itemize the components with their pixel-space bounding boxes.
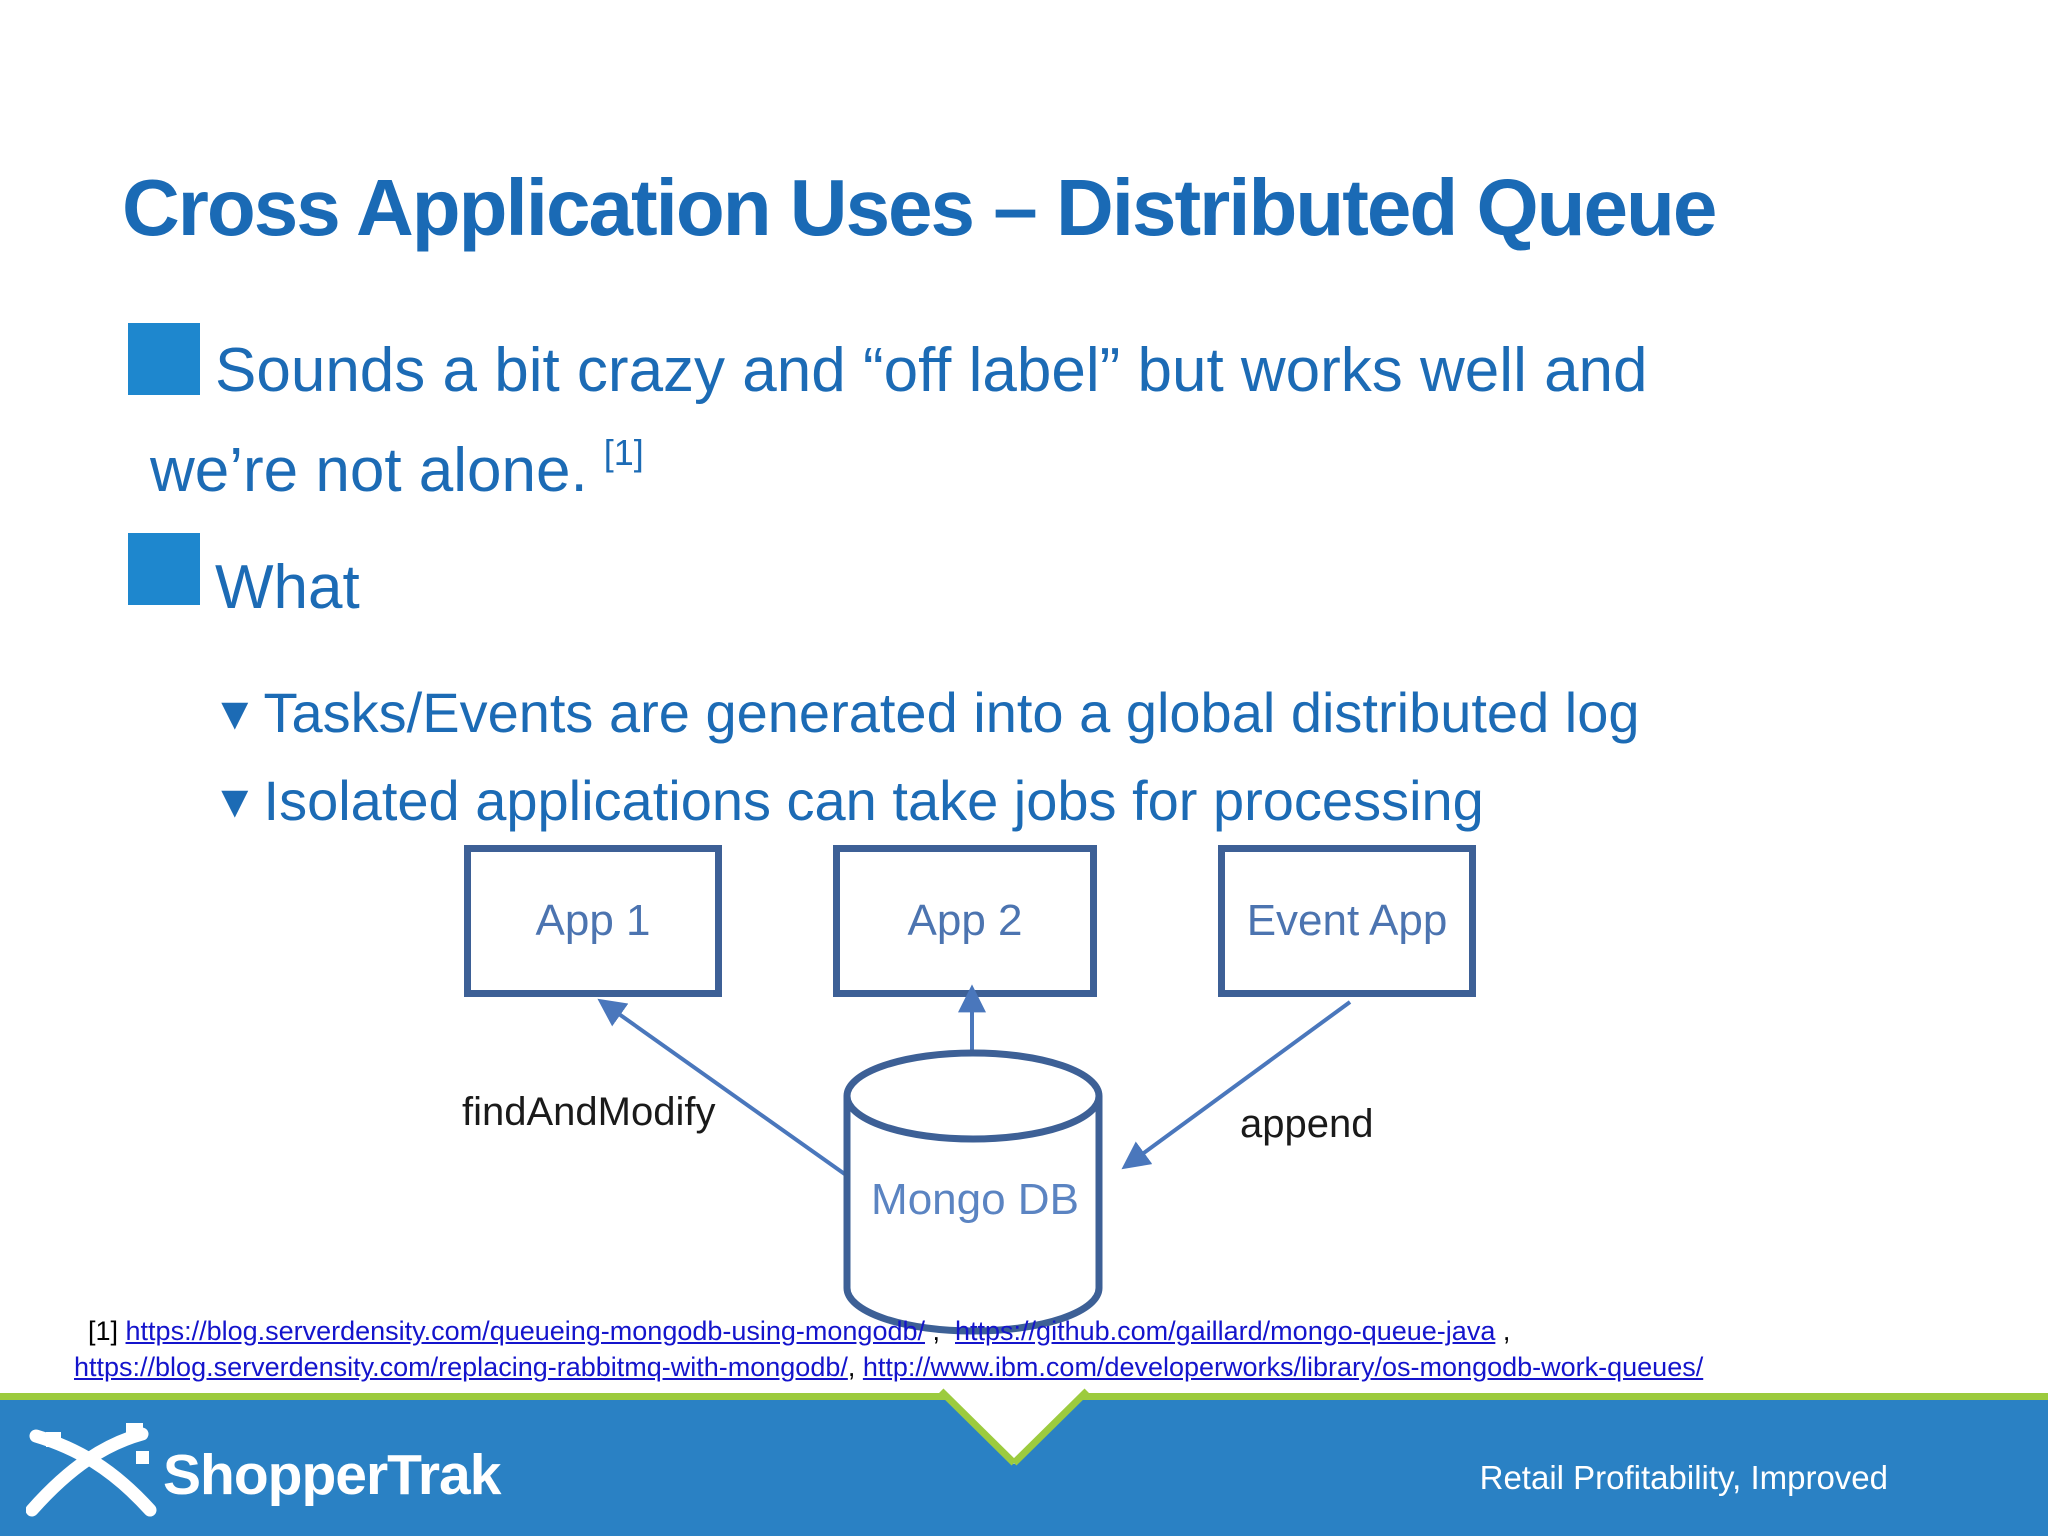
sub-bullet-1: ▼Tasks/Events are generated into a globa… [212,680,1640,745]
database-label: Mongo DB [871,1175,1079,1224]
footer-tagline: Retail Profitability, Improved [1479,1459,1888,1496]
bullet2-label: What [215,553,360,622]
sub-bullet-1-text: Tasks/Events are generated into a global… [263,681,1640,744]
sub-bullet-2: ▼Isolated applications can take jobs for… [212,768,1484,833]
arrow-db-to-app1 [597,998,872,1194]
footnote-link-4[interactable]: http://www.ibm.com/developerworks/librar… [862,1352,1704,1382]
diagram-box-app1-label: App 1 [535,896,651,945]
footnote-marker: [1] [88,1316,126,1346]
shoppertrak-logo-text: ShopperTrak [163,1443,501,1507]
bullet1-line1: Sounds a bit crazy and “off label” but w… [215,336,1648,405]
footer-notch-icon [938,1388,1090,1466]
footnote-link-3[interactable]: https://blog.serverdensity.com/replacing… [74,1352,848,1382]
footnote-separator: , [847,1352,863,1382]
bullet-square-icon [128,533,200,605]
triangle-bullet-icon: ▼ [212,687,258,739]
footnote-line-2: https://blog.serverdensity.com/replacing… [74,1352,1703,1383]
footnote-separator: , [1495,1316,1511,1346]
footnote-ref: [1] [603,432,644,473]
diagram-box-app1: App 1 [464,845,722,997]
right-arrow-label: append [1240,1102,1374,1146]
diagram-box-event-app-label: Event App [1246,896,1448,945]
footnote-separator: , [925,1316,956,1346]
shoppertrak-logo-icon [26,1423,157,1517]
diagram-box-app2: App 2 [833,845,1097,997]
triangle-bullet-icon: ▼ [212,775,258,827]
bullet1-line2: we’re not alone. [1] [150,432,644,506]
bullet-square-icon [128,323,200,395]
diagram-box-app2-label: App 2 [907,896,1023,945]
page-title: Cross Application Uses – Distributed Que… [122,162,1717,252]
left-arrow-label: findAndModify [462,1090,716,1134]
footnote-link-1[interactable]: https://blog.serverdensity.com/queueing-… [125,1316,925,1346]
sub-bullet-2-text: Isolated applications can take jobs for … [263,769,1484,832]
footnote-link-2[interactable]: https://github.com/gaillard/mongo-queue-… [955,1316,1496,1346]
bullet1-line2-text: we’re not alone. [150,436,588,505]
footnote-line-1: [1] https://blog.serverdensity.com/queue… [88,1316,1510,1347]
diagram-box-event-app: Event App [1218,845,1476,997]
database-cylinder-icon [843,1049,1103,1335]
arrow-eventapp-to-db [1121,1000,1352,1170]
